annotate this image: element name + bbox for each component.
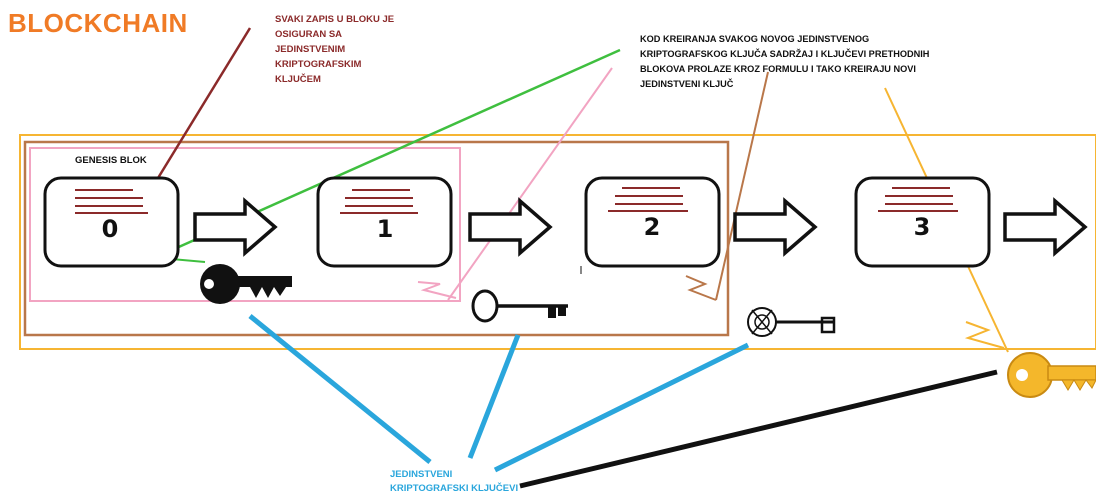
brown-pointer-line: [715, 71, 769, 301]
unique-keys-label: JEDINSTVENI KRIPTOGRAFSKI KLJUČEVI: [390, 469, 519, 494]
red-pointer-line: [145, 27, 252, 197]
block-1: 1: [316, 176, 453, 268]
block-number: 0: [102, 215, 119, 243]
arrow-right-icon: [1003, 197, 1088, 257]
skeleton-key-icon: [471, 289, 568, 323]
outer-chain-frame: [19, 134, 1096, 350]
lightning-bolt-icon: [417, 281, 457, 299]
pink-frame: [29, 147, 461, 302]
diagram-title: BLOCKCHAIN: [8, 8, 188, 38]
key-creation-note: KOD KREIRANJA SVAKOG NOVOG JEDINSTVENOG …: [640, 34, 930, 89]
black-link-key-3: [519, 369, 998, 489]
arrow-right-icon: [733, 197, 818, 257]
blue-link-key-1: [467, 334, 521, 459]
lightning-bolt-icon: [964, 321, 1005, 349]
block-3: 3: [854, 176, 991, 268]
lightning-bolt-icon: [685, 275, 717, 301]
gold-key-icon: [1007, 352, 1096, 398]
blue-link-key-0: [248, 314, 432, 464]
brown-frame: [23, 140, 730, 337]
genesis-block-label: GENESIS BLOK: [75, 155, 147, 166]
pink-pointer-line: [447, 67, 613, 301]
blue-link-key-2: [493, 342, 750, 473]
block-number: 2: [644, 213, 661, 241]
record-security-note: SVAKI ZAPIS U BLOKU JE OSIGURAN SA JEDIN…: [275, 14, 395, 85]
block-0: 0: [43, 176, 180, 268]
block-2: 2: [584, 176, 721, 268]
ornate-key-icon: [747, 307, 836, 337]
arrow-right-icon: [468, 197, 553, 257]
black-key-icon: [200, 264, 292, 304]
arrow-right-icon: [193, 197, 278, 257]
block-number: 3: [914, 213, 931, 241]
block-number: 1: [377, 215, 394, 243]
